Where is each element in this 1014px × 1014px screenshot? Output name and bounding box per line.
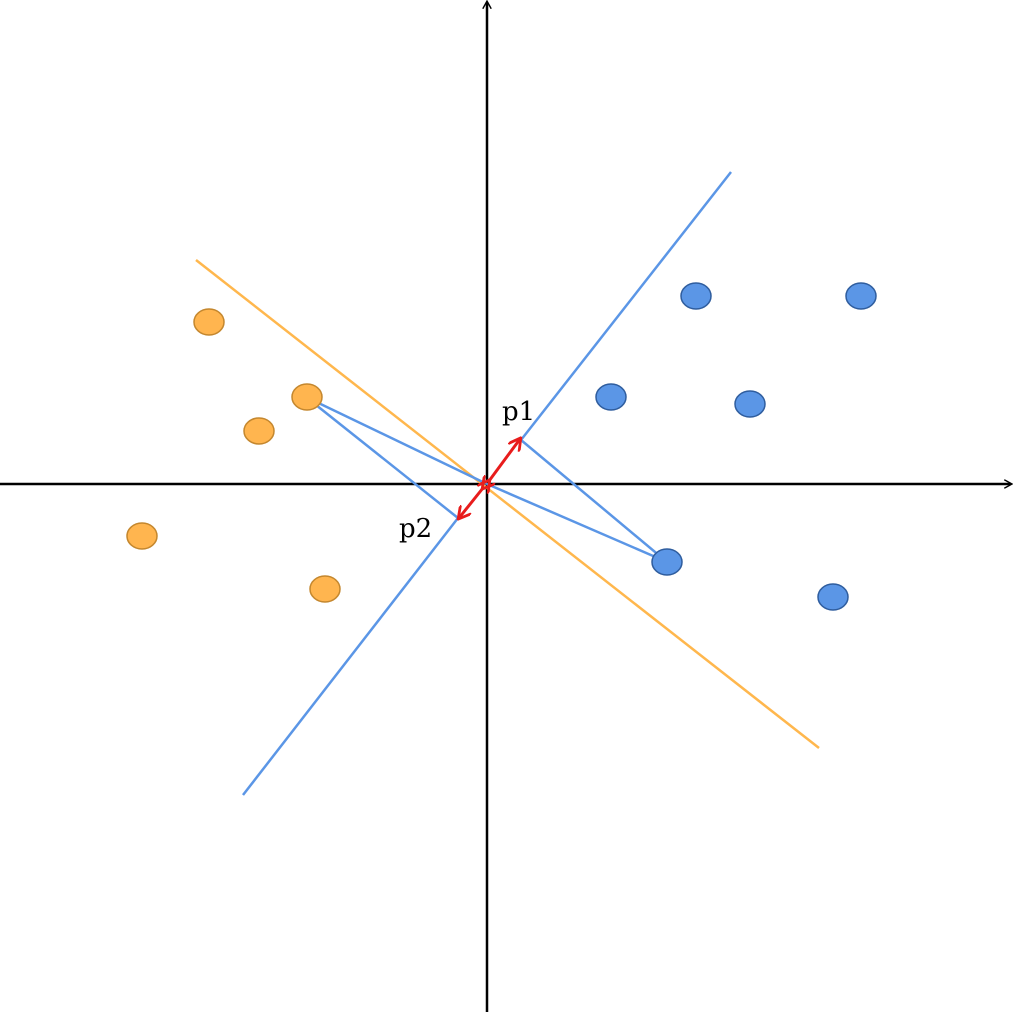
orange-point-to-origin-line <box>305 395 488 486</box>
p1-arrow <box>489 439 520 481</box>
p1-label: p1 <box>502 397 535 427</box>
blue-point <box>734 390 766 418</box>
orange-points <box>126 308 341 603</box>
orange-point <box>309 575 341 603</box>
projection-lines <box>242 171 732 796</box>
blue-point-to-origin-line <box>486 482 668 564</box>
blue-point <box>595 383 627 411</box>
orange-point <box>243 417 275 445</box>
blue-point-projection-line <box>520 439 668 563</box>
orange-point <box>193 308 225 336</box>
distance-arrows <box>459 439 520 518</box>
blue-points <box>595 282 877 611</box>
blue-point <box>680 282 712 310</box>
blue-point <box>817 583 849 611</box>
p2-arrow <box>459 488 483 518</box>
lower-margin-line <box>242 517 459 796</box>
separating-line <box>195 259 820 749</box>
orange-point <box>291 383 323 411</box>
upper-margin-line <box>520 171 732 441</box>
orange-point-projection-line <box>305 396 459 519</box>
orange-point <box>126 522 158 550</box>
p2-label: p2 <box>399 514 432 544</box>
blue-point <box>845 282 877 310</box>
blue-point <box>651 548 683 576</box>
